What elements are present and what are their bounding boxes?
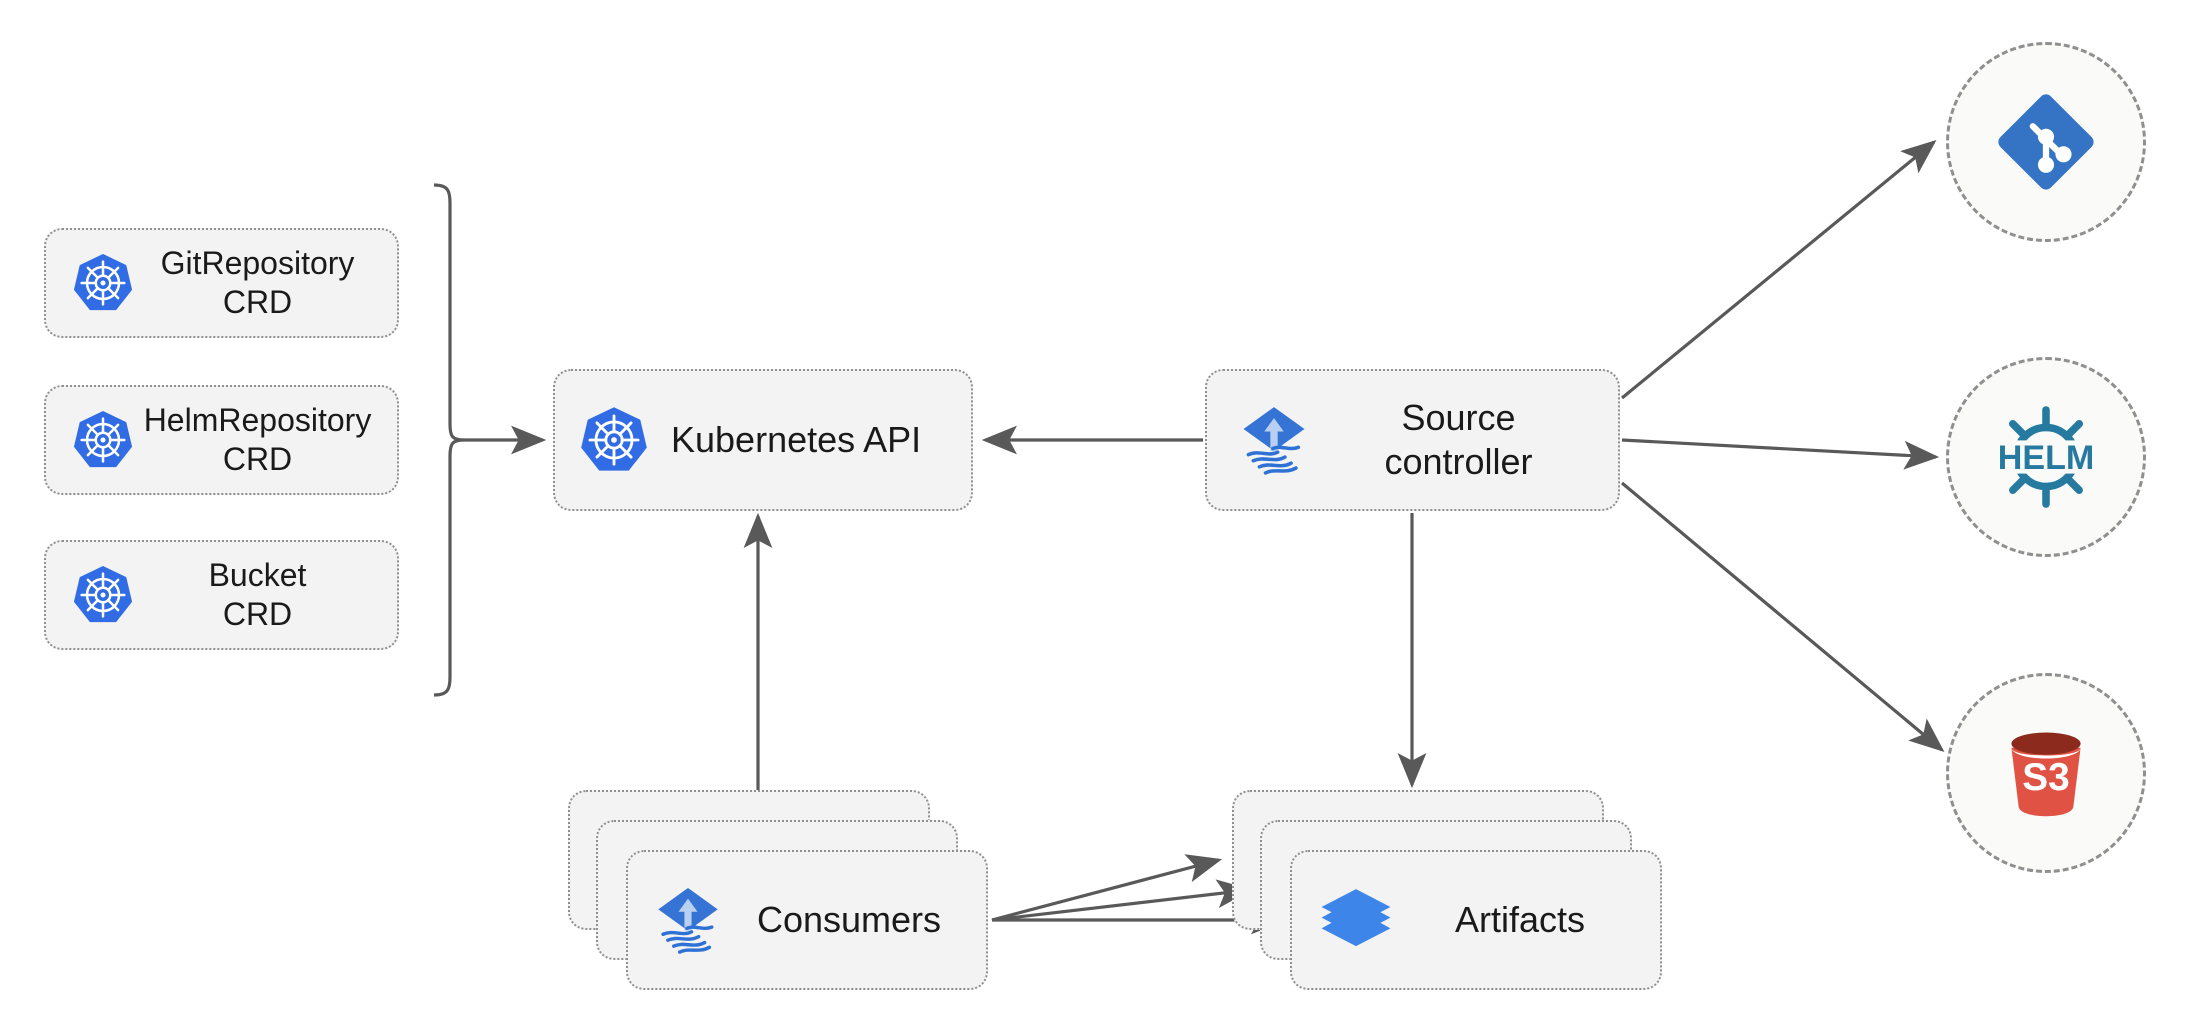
s3-wordmark: S3 bbox=[2022, 756, 2069, 799]
git-icon bbox=[1998, 94, 2094, 190]
endpoint-helm[interactable]: HELM bbox=[1946, 357, 2146, 557]
consumers-card-front[interactable]: Consumers bbox=[626, 850, 988, 990]
node-consumers-stack[interactable]: Consumers bbox=[568, 790, 988, 990]
helm-wordmark: HELM bbox=[1998, 439, 2095, 477]
node-artifacts-stack[interactable]: Artifacts bbox=[1232, 790, 1662, 990]
edge-consumers-to-artifacts-2 bbox=[991, 879, 1253, 922]
node-label: Source controller bbox=[1384, 397, 1533, 482]
endpoint-s3[interactable]: S3 bbox=[1946, 673, 2146, 873]
crd-card-helmrepository[interactable]: HelmRepository CRD bbox=[44, 385, 399, 495]
s3-icon: S3 bbox=[2011, 732, 2081, 817]
crd-label: HelmRepository CRD bbox=[143, 401, 372, 477]
edge-source-to-s3 bbox=[1620, 481, 1945, 753]
crd-card-gitrepository[interactable]: GitRepository CRD bbox=[44, 228, 399, 338]
crd-card-bucket[interactable]: Bucket CRD bbox=[44, 540, 399, 650]
crd-label: Bucket CRD bbox=[208, 556, 307, 632]
kubernetes-icon bbox=[73, 253, 133, 311]
layers-icon bbox=[1321, 889, 1391, 947]
node-label: Artifacts bbox=[1454, 899, 1586, 941]
crd-group-bracket bbox=[433, 183, 465, 697]
flux-icon bbox=[1243, 407, 1305, 475]
node-label: Kubernetes API bbox=[671, 419, 922, 461]
artifacts-card-front[interactable]: Artifacts bbox=[1290, 850, 1662, 990]
kubernetes-icon bbox=[581, 407, 647, 471]
node-source-controller[interactable]: Source controller bbox=[1205, 369, 1620, 511]
helm-icon: HELM bbox=[1987, 406, 2105, 508]
node-kubernetes-api[interactable]: Kubernetes API bbox=[553, 369, 973, 511]
kubernetes-icon bbox=[73, 565, 133, 623]
edge-consumers-to-artifacts-1 bbox=[991, 854, 1223, 922]
kubernetes-icon bbox=[73, 410, 133, 468]
flux-icon bbox=[658, 887, 718, 954]
endpoint-git[interactable] bbox=[1946, 42, 2146, 242]
edge-source-to-helm bbox=[1621, 438, 1940, 470]
edge-source-to-git bbox=[1620, 139, 1937, 400]
crd-label: GitRepository CRD bbox=[160, 244, 355, 320]
node-label: Consumers bbox=[756, 899, 942, 941]
